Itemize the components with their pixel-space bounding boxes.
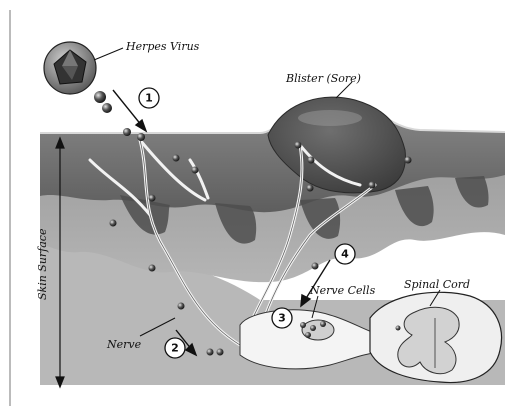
step-number: 3 bbox=[278, 312, 286, 325]
step-marker-4: 4 bbox=[335, 244, 355, 264]
step-marker-1: 1 bbox=[139, 88, 159, 108]
virus-sphere bbox=[94, 91, 106, 103]
step-marker-3: 3 bbox=[272, 308, 292, 328]
step-number: 1 bbox=[145, 92, 153, 105]
label-spinal-cord: Spinal Cord bbox=[404, 278, 470, 291]
virus-sphere bbox=[102, 103, 112, 113]
blister-highlight bbox=[298, 110, 362, 126]
label-herpes-virus: Herpes Virus bbox=[125, 40, 200, 53]
label-nerve: Nerve bbox=[106, 338, 142, 351]
step-number: 2 bbox=[171, 342, 179, 355]
label-nerve-cells: Nerve Cells bbox=[309, 284, 376, 297]
step-number: 4 bbox=[341, 248, 349, 261]
label-blister: Blister (Sore) bbox=[285, 72, 361, 85]
herpes-virus-icon bbox=[44, 42, 96, 94]
step-marker-2: 2 bbox=[165, 338, 185, 358]
label-skin-surface: Skin Surface bbox=[36, 228, 49, 300]
